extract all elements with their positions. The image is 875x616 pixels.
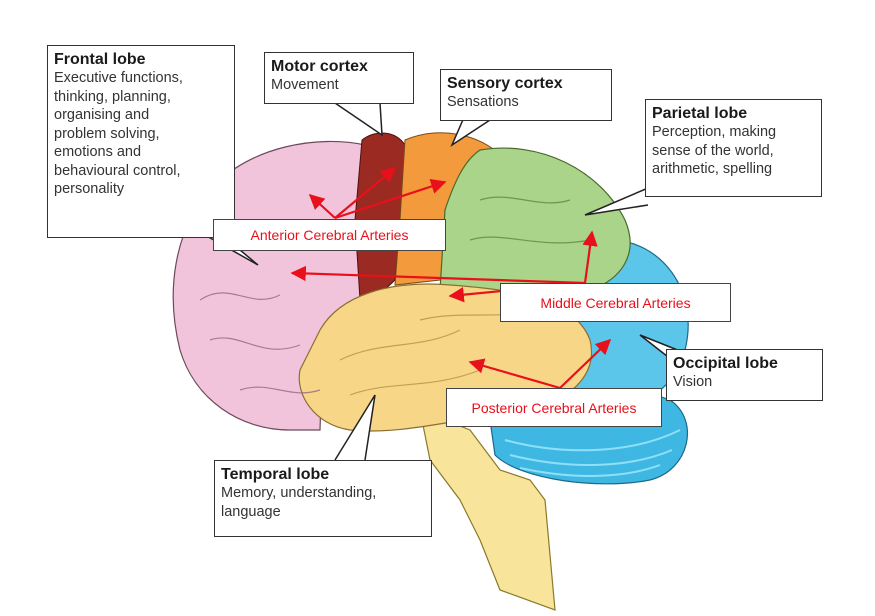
- sensory-cortex-title: Sensory cortex: [447, 75, 563, 92]
- motor-cortex-title: Motor cortex: [271, 58, 368, 75]
- parietal-lobe-title: Parietal lobe: [652, 105, 748, 122]
- temporal-lobe-callout: Temporal lobe Memory, understanding, lan…: [214, 460, 432, 537]
- parietal-lobe: [439, 147, 631, 301]
- frontal-lobe-title: Frontal lobe: [54, 51, 146, 68]
- frontal-lobe-desc-4: problem solving,: [54, 125, 160, 142]
- occipital-lobe-desc: Vision: [673, 374, 713, 390]
- posterior-arrow-1: [468, 358, 561, 390]
- temporal-lobe-title: Temporal lobe: [221, 466, 330, 483]
- posterior-arrow-2: [559, 338, 612, 389]
- posterior-cerebral-arteries-label: Posterior Cerebral Arteries: [446, 388, 662, 427]
- middle-arrow-3: [582, 230, 598, 284]
- sensory-cortex-callout: Sensory cortex Sensations: [440, 69, 612, 121]
- anterior-arrow-3: [334, 178, 447, 220]
- anterior-cerebral-arteries-label: Anterior Cerebral Arteries: [213, 219, 446, 251]
- parietal-lobe-desc-3: arithmetic, spelling: [652, 161, 773, 177]
- frontal-lobe-callout: Frontal lobe Executive functions, thinki…: [47, 45, 235, 238]
- sensory-cortex-desc: Sensations: [447, 94, 519, 110]
- parietal-lobe-desc-1: Perception, making: [652, 124, 777, 140]
- temporal-lobe-desc-2: language: [221, 503, 281, 520]
- anterior-arrow-1: [308, 193, 336, 219]
- middle-cerebral-arteries-label: Middle Cerebral Arteries: [500, 283, 731, 322]
- parietal-lobe-callout: Parietal lobe Perception, making sense o…: [645, 99, 822, 197]
- frontal-lobe-desc-7: personality: [54, 181, 125, 197]
- temporal-lobe-desc-1: Memory, understanding,: [221, 485, 377, 501]
- middle-arrow-1: [290, 265, 586, 285]
- sensory-pointer: [450, 114, 491, 148]
- frontal-lobe-desc-3: organising and: [54, 107, 150, 123]
- motor-cortex-desc: Movement: [271, 77, 339, 93]
- parietal-pointer: [584, 187, 649, 216]
- motor-cortex-callout: Motor cortex Movement: [264, 52, 414, 104]
- brainstem: [419, 409, 556, 611]
- occipital-lobe-title: Occipital lobe: [673, 355, 778, 372]
- frontal-lobe-desc-2: thinking, planning,: [54, 88, 171, 105]
- parietal-lobe-desc-2: sense of the world,: [652, 142, 774, 159]
- motor-pointer: [334, 102, 383, 137]
- frontal-lobe-desc-6: behavioural control,: [54, 162, 181, 179]
- occipital-lobe-callout: Occipital lobe Vision: [666, 349, 823, 401]
- anterior-arrow-2: [334, 167, 397, 219]
- frontal-lobe-desc-1: Executive functions,: [54, 70, 183, 86]
- temporal-pointer: [334, 394, 376, 461]
- frontal-lobe-desc-5: emotions and: [54, 144, 142, 160]
